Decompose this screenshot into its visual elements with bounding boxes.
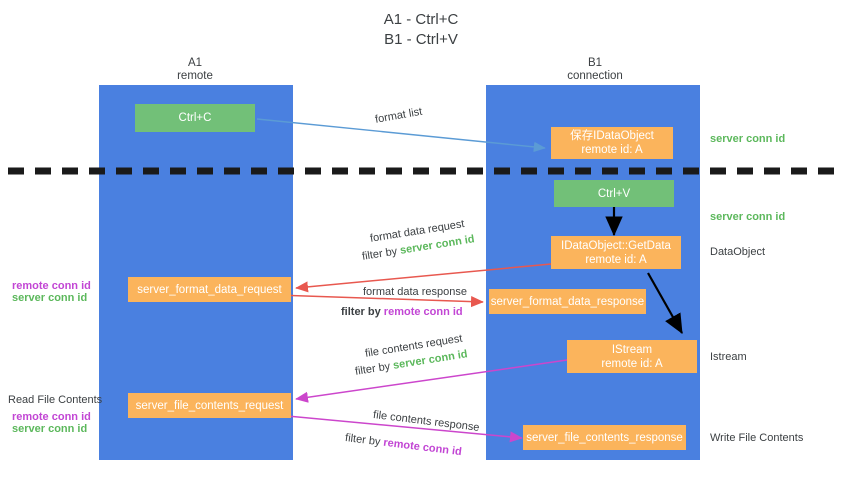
- node-server-format-data-request[interactable]: server_format_data_request: [128, 277, 291, 302]
- node-save-idataobject-remote-id: remote id: A: [581, 144, 643, 156]
- side-label-server-conn-id-1: server conn id: [12, 292, 88, 304]
- side-label-remote-conn-id-2: remote conn id: [12, 411, 91, 423]
- node-server-format-data-response[interactable]: server_format_data_response: [489, 289, 646, 314]
- node-server-file-contents-request-label: server_file_contents_request: [135, 399, 284, 412]
- edge-file-contents-request: [295, 359, 568, 403]
- node-save-idataobject-title: 保存IDataObject: [570, 130, 654, 142]
- lane-a1-title: A1: [187, 57, 203, 69]
- node-server-format-data-request-label: server_format_data_request: [137, 283, 282, 296]
- node-istream[interactable]: IStream remote id: A: [567, 340, 697, 373]
- edge-format-data-request: [295, 263, 552, 293]
- node-getdata-remote-id: remote id: A: [585, 253, 647, 266]
- filter-by-text-2: filter by: [341, 306, 381, 318]
- node-istream-remote-id: remote id: A: [601, 357, 663, 370]
- edge-format-list: [256, 118, 546, 153]
- lane-b1-subtitle: connection: [567, 70, 623, 82]
- lane-b1-title: B1: [587, 57, 603, 69]
- side-label-server-conn-id-2: server conn id: [12, 423, 88, 435]
- edge-label-format-data-response: format data response: [363, 286, 467, 298]
- node-save-idataobject[interactable]: 保存IDataObject remote id: A: [551, 127, 673, 159]
- lane-header-a1: A1 remote: [140, 57, 250, 83]
- node-server-file-contents-response-label: server_file_contents_response: [526, 431, 683, 444]
- side-label-server-conn-id-mid: server conn id: [710, 211, 786, 223]
- side-label-remote-conn-id-1: remote conn id: [12, 280, 91, 292]
- side-label-read-file-contents: Read File Contents: [8, 394, 103, 406]
- node-ctrl-v[interactable]: Ctrl+V: [554, 180, 674, 207]
- node-server-format-data-response-label: server_format_data_response: [490, 295, 645, 308]
- node-getdata-title: IDataObject::GetData: [561, 239, 671, 252]
- filter-value-remote-conn-id-1: remote conn id: [383, 306, 463, 318]
- title-line-1: A1 - Ctrl+C: [383, 11, 459, 28]
- node-ctrl-v-label: Ctrl+V: [597, 187, 631, 200]
- lane-a1-subtitle: remote: [177, 70, 213, 82]
- diagram-title: A1 - Ctrl+C B1 - Ctrl+V: [0, 10, 842, 50]
- side-label-istream: Istream: [710, 351, 747, 363]
- node-ctrl-c[interactable]: Ctrl+C: [135, 104, 255, 132]
- node-server-file-contents-request[interactable]: server_file_contents_request: [128, 393, 291, 418]
- title-line-2: B1 - Ctrl+V: [384, 31, 458, 48]
- side-label-write-file-contents: Write File Contents: [710, 432, 804, 444]
- node-istream-title: IStream: [611, 343, 653, 356]
- node-server-file-contents-response[interactable]: server_file_contents_response: [523, 425, 686, 450]
- node-getdata[interactable]: IDataObject::GetData remote id: A: [551, 236, 681, 269]
- edge-label-format-data-response-filter: filter by remote conn id: [341, 305, 463, 319]
- side-label-server-conn-id-top: server conn id: [710, 133, 786, 145]
- node-ctrl-c-label: Ctrl+C: [178, 112, 212, 124]
- side-label-dataobject: DataObject: [710, 246, 766, 258]
- edge-getdata-to-istream: [647, 272, 683, 334]
- lane-header-b1: B1 connection: [540, 57, 650, 83]
